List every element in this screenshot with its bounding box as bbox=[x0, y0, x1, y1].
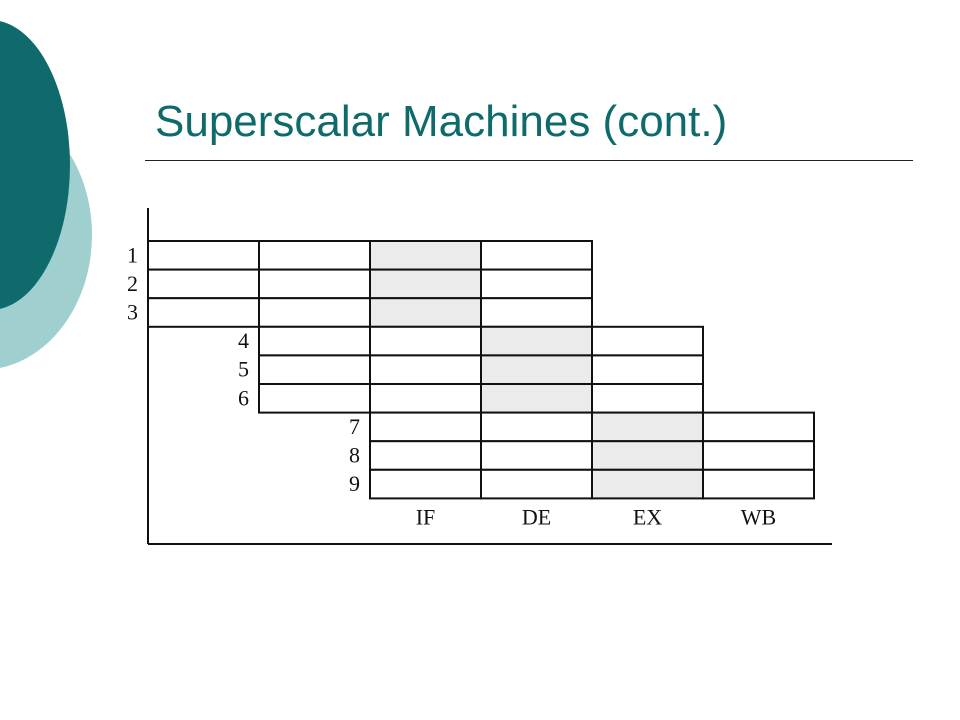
instruction-label: 7 bbox=[349, 414, 360, 439]
pipeline-cell-7-de bbox=[480, 411, 593, 443]
pipeline-cell-3-ex bbox=[369, 297, 482, 328]
pipeline-cell-5-ex bbox=[480, 354, 593, 385]
decorative-circles bbox=[0, 0, 120, 400]
pipeline-cell-1-if bbox=[147, 240, 260, 271]
pipeline-cell-6-if bbox=[258, 383, 371, 414]
pipeline-cell-2-if bbox=[147, 268, 260, 300]
pipeline-cell-8-if bbox=[369, 440, 482, 471]
pipeline-cell-6-de bbox=[369, 383, 482, 414]
pipeline-cell-7-if bbox=[369, 411, 482, 443]
pipeline-cell-5-if bbox=[258, 354, 371, 385]
title-divider bbox=[145, 160, 913, 161]
stage-label-ex: EX bbox=[633, 504, 662, 529]
pipeline-cell-7-wb bbox=[702, 411, 815, 443]
pipeline-cell-9-if bbox=[369, 468, 482, 500]
instruction-label: 4 bbox=[238, 328, 249, 353]
pipeline-cell-3-de bbox=[258, 297, 371, 328]
pipeline-cell-1-ex bbox=[369, 240, 482, 271]
instruction-label: 3 bbox=[127, 300, 138, 325]
slide-title: Superscalar Machines (cont.) bbox=[155, 97, 728, 146]
instruction-label: 5 bbox=[238, 357, 249, 382]
stage-label-if: IF bbox=[416, 504, 436, 529]
instruction-label: 8 bbox=[349, 443, 360, 468]
pipeline-cell-6-ex bbox=[480, 383, 593, 414]
stage-label-de: DE bbox=[522, 504, 551, 529]
pipeline-cell-8-ex bbox=[591, 440, 704, 471]
pipeline-cell-2-wb bbox=[480, 268, 593, 300]
pipeline-cell-2-de bbox=[258, 268, 371, 300]
pipeline-cell-9-wb bbox=[702, 468, 815, 500]
pipeline-cell-9-ex bbox=[591, 468, 704, 500]
pipeline-cell-1-de bbox=[258, 240, 371, 271]
pipeline-cell-1-wb bbox=[480, 240, 593, 271]
pipeline-cell-4-ex bbox=[480, 325, 593, 357]
pipeline-cell-6-wb bbox=[591, 383, 704, 414]
pipeline-cell-4-wb bbox=[591, 325, 704, 357]
instruction-label: 2 bbox=[127, 271, 138, 296]
pipeline-cell-2-ex bbox=[369, 268, 482, 300]
pipeline-cell-8-de bbox=[480, 440, 593, 471]
pipeline-cell-4-if bbox=[258, 325, 371, 357]
pipeline-cell-8-wb bbox=[702, 440, 815, 471]
pipeline-cell-5-wb bbox=[591, 354, 704, 385]
pipeline-cell-7-ex bbox=[591, 411, 704, 443]
stage-label-wb: WB bbox=[741, 504, 776, 529]
pipeline-cell-5-de bbox=[369, 354, 482, 385]
instruction-label: 1 bbox=[127, 242, 138, 267]
pipeline-cell-3-if bbox=[147, 297, 260, 328]
instruction-label: 9 bbox=[349, 471, 360, 496]
pipeline-cell-3-wb bbox=[480, 297, 593, 328]
pipeline-cell-9-de bbox=[480, 468, 593, 500]
instruction-label: 6 bbox=[238, 385, 249, 410]
pipeline-cell-4-de bbox=[369, 325, 482, 357]
